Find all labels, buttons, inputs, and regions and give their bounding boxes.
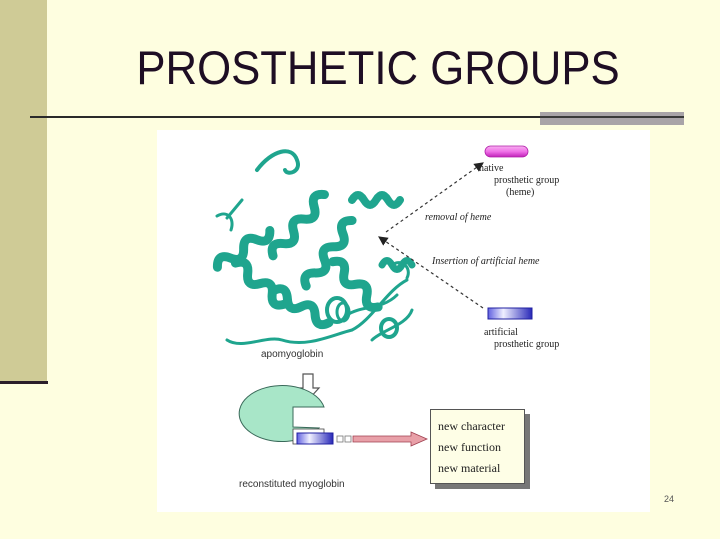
slide-title: PROSTHETIC GROUPS (136, 41, 620, 94)
native-label-line2: prosthetic group (494, 175, 560, 186)
inserted-heme-icon (296, 432, 334, 445)
reconstituted-label: reconstituted myoglobin (239, 479, 345, 490)
result-box: new character new function new material (430, 409, 525, 484)
native-label-line1: native (479, 163, 504, 174)
removal-arrow (385, 162, 484, 233)
prosthetic-group-diagram: native prosthetic group (heme) removal o… (157, 130, 650, 512)
apomyoglobin-label: apomyoglobin (261, 349, 324, 360)
left-accent-bar (0, 0, 47, 381)
insertion-arrow (378, 236, 484, 309)
result-item: new material (438, 461, 501, 475)
title-divider-accent (540, 112, 684, 125)
result-item: new character (438, 419, 505, 433)
title-divider-line (30, 116, 540, 118)
result-arrow (352, 431, 428, 447)
insertion-label: Insertion of artificial heme (432, 256, 540, 267)
artificial-heme-icon (487, 307, 533, 320)
native-heme-icon (484, 145, 529, 158)
reconstituted-myoglobin-shape (238, 385, 325, 443)
diagram-graphics (212, 145, 533, 447)
removal-label: removal of heme (425, 212, 492, 223)
left-accent-underline (0, 381, 48, 384)
artificial-label-line1: artificial (484, 327, 518, 338)
page-number: 24 (664, 494, 675, 504)
apomyoglobin-ribbon-icon (212, 149, 416, 346)
result-item: new function (438, 440, 501, 454)
artificial-label-line2: prosthetic group (494, 339, 560, 350)
native-label-line3: (heme) (506, 187, 535, 198)
